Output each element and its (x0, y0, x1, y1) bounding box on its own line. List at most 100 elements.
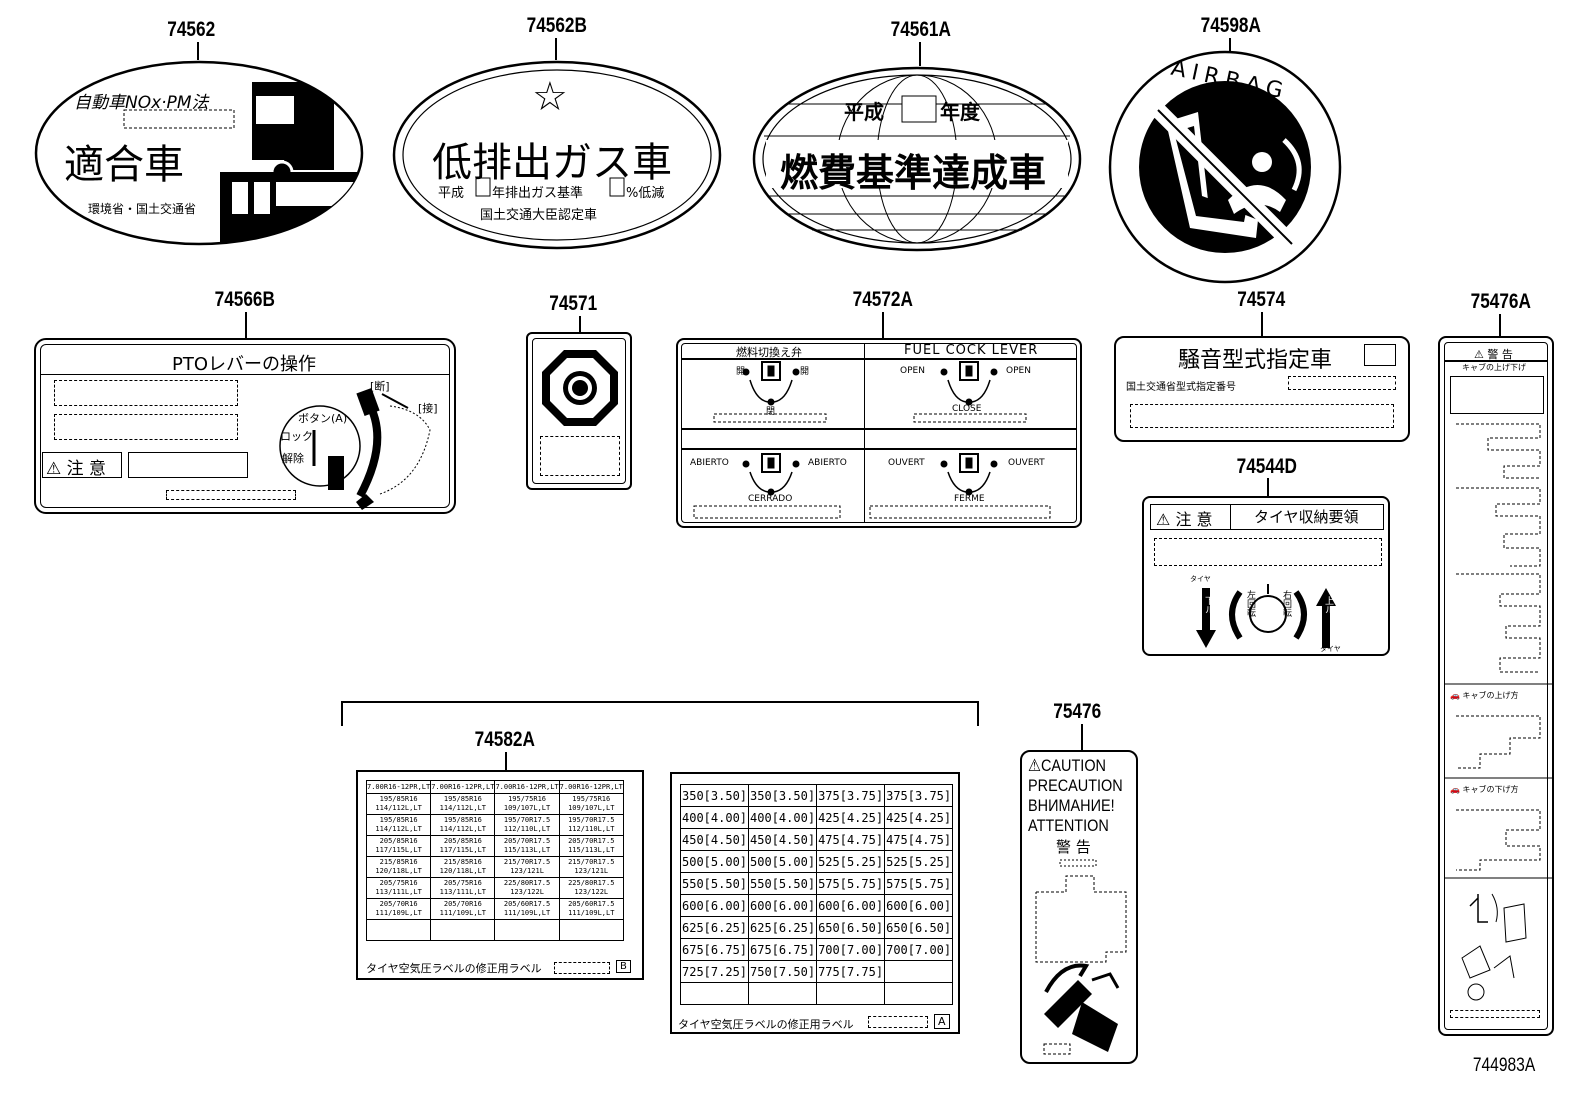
label-74598a: AIRBAG (1108, 50, 1342, 284)
tire-size-cell: 195/85R16 114/112L,LT (365, 814, 432, 836)
label-75476: ⚠CAUTION PRECAUTION ВНИМАНИЕ! ATTENTION … (1020, 750, 1138, 1064)
tire-size-cell: 215/85R16 120/118L,LT (430, 856, 496, 878)
label-74562b: ☆ 低排出ガス車 平成 年排出ガス基準 %低減 国土交通大臣認定車 (392, 60, 722, 250)
pto-lock-text: ロック (280, 430, 313, 443)
tire-pressure-cell (748, 982, 818, 1005)
tire-size-cell: 195/75R16 109/107L,LT (494, 793, 560, 815)
tire-pressure-cell: 525[5.25] (884, 850, 954, 873)
cab-tilt-warning-title: ⚠ 警 告 (1474, 348, 1513, 361)
tire-size-cell (558, 919, 624, 941)
tire-pressure-row: 675[6.75]675[6.75]700[7.00]700[7.00] (679, 938, 954, 961)
tire-pressure-row: 600[6.00]600[6.00]600[6.00]600[6.00] (679, 894, 954, 917)
tire-pressure-cell (816, 982, 886, 1005)
tire-caution-text: ⚠ 注 意 (1156, 510, 1213, 529)
pto-caution-box (42, 452, 122, 478)
cab-lower-heading: 🚗 キャブの下げ方 (1450, 785, 1519, 794)
fuel-cock-divider-h (681, 428, 1077, 430)
tire-pressure-cell: 525[5.25] (816, 850, 886, 873)
tire-label-a-footer: タイヤ空気圧ラベルの修正用ラベル (678, 1018, 854, 1031)
pto-off-text: [断] (370, 380, 390, 393)
tire-size-cell: 205/70R17.5 115/113L,LT (558, 835, 624, 857)
tire-pressure-cell: 475[4.75] (816, 828, 886, 851)
fiscal-year-text: 年度 (940, 100, 980, 124)
tire-size-cell: 205/70R16 111/109L,LT (365, 898, 432, 920)
part-number-74598a: 74598A (1200, 14, 1261, 37)
tire-label-b-tag: B (616, 960, 631, 973)
label-74571 (526, 332, 632, 490)
tire-pressure-cell: 725[7.25] (679, 960, 750, 983)
tire-pressure-cell: 600[6.00] (679, 894, 750, 917)
pto-inner-frame (40, 344, 450, 508)
caution-illustration (1035, 859, 1127, 1055)
pto-title: PTOレバーの操作 (172, 354, 317, 375)
noise-type-number-field (1288, 376, 1396, 390)
tire-pressure-row: 625[6.25]625[6.25]650[6.50]650[6.50] (679, 916, 954, 939)
fuel-cock-en-title: FUEL COCK LEVER (904, 343, 1039, 358)
fuel-cock-jp-title: 燃料切換え弁 (736, 346, 802, 359)
tire-label-a-tag: A (934, 1014, 950, 1029)
label-74572a: 燃料切換え弁 FUEL COCK LEVER 開 開 閉 OPEN OPEN C… (676, 338, 1082, 528)
tire-size-cell: 195/70R17.5 112/110L,LT (494, 814, 560, 836)
tire-size-cell: 205/85R16 117/115L,LT (365, 835, 432, 857)
tire-caution-divider (1230, 504, 1231, 530)
cab-tilt-title-line (1444, 360, 1548, 362)
attention-text: ATTENTION (1028, 816, 1109, 835)
mlit-certified-text: 国土交通大臣認定車 (480, 208, 598, 223)
tire-size-cell (494, 919, 560, 941)
fuel-cock-divider-v (864, 343, 865, 523)
tire-size-cell: 195/85R16 114/112L,LT (365, 793, 432, 815)
tire-size-header-cell: 7.00R16-12PR,LT (494, 780, 560, 794)
tire-size-cell (365, 919, 432, 941)
tire-label-a-field (868, 1016, 928, 1028)
es-close: CERRADO (748, 494, 793, 504)
jp-open-left: 開 (736, 367, 746, 377)
fuel-cock-divider-h2 (681, 448, 1077, 450)
tire-right-rotation-label: 右回転 (1281, 590, 1291, 617)
tire-up-label: 上ル (1323, 596, 1333, 614)
tire-size-cell: 225/80R17.5 123/122L (494, 877, 560, 899)
tire-pressure-label-a: 350[3.50]350[3.50]375[3.75]375[3.75]400[… (670, 772, 960, 1034)
tire-pressure-row: 450[4.50]450[4.50]475[4.75]475[4.75] (679, 828, 954, 851)
label-75476a: ⚠ 警 告 キャブの上げ下げ 🚗 キャブの上げ方 🚗 キャブの下げ方 (1438, 336, 1554, 1036)
label-74544d: ⚠ 注 意 タイヤ収納要領 タイヤ 下ル 左回転 右回転 上ル タイヤ (1142, 496, 1390, 656)
pto-caution-text: ⚠ 注 意 (46, 459, 107, 479)
percent-reduction-text: %低減 (626, 186, 665, 201)
tire-size-cell: 195/85R16 114/112L,LT (430, 814, 496, 836)
tire-pressure-cell: 650[6.50] (816, 916, 886, 939)
en-open-right: OPEN (1006, 366, 1031, 376)
noise-type-number-label: 国土交通省型式指定番号 (1126, 382, 1236, 393)
pto-caution-field (128, 452, 248, 478)
pto-on-text: [接] (418, 402, 438, 415)
tire-pressure-cell: 750[7.50] (748, 960, 818, 983)
tire-pressure-cell: 400[4.00] (748, 806, 818, 829)
fuel-cock-inner (681, 343, 1077, 523)
part-number-75476a: 75476A (1470, 290, 1531, 313)
tire-pressure-cell: 500[5.00] (679, 850, 750, 873)
en-close: CLOSE (952, 404, 982, 414)
tire-size-header-cell: 7.00R16-12PR,LT (365, 780, 432, 794)
cab-raise-heading: 🚗 キャブの上げ方 (1450, 691, 1519, 700)
tire-size-cell: 205/75R16 113/111L,LT (430, 877, 496, 899)
tire-instructions-field (1154, 538, 1382, 566)
compliant-vehicle-text: 適合車 (64, 142, 184, 188)
cab-tilt-warning-word: 警 告 (1487, 348, 1513, 361)
tire-pressure-row (679, 982, 954, 1005)
noise-type-note-field (1130, 404, 1394, 428)
label-74574: 騒音型式指定車 国土交通省型式指定番号 (1114, 336, 1410, 442)
tire-pressure-cell: 600[6.00] (816, 894, 886, 917)
tire-size-cell (430, 919, 496, 941)
tire-bottom-label: タイヤ (1320, 645, 1341, 653)
noise-type-title: 騒音型式指定車 (1178, 348, 1333, 373)
label-74566b: PTOレバーの操作 ⚠ 注 意 ボタン(A) ロック 解除 [断] [接] (34, 338, 456, 514)
tire-rotation-diagram (1196, 584, 1336, 648)
pto-instruction-1 (54, 380, 238, 406)
es-open-left: ABIERTO (690, 458, 729, 468)
tire-top-label: タイヤ (1190, 575, 1211, 583)
cab-tilt-sub1: キャブの上げ下げ (1462, 363, 1526, 372)
tire-pressure-cell (884, 960, 954, 983)
